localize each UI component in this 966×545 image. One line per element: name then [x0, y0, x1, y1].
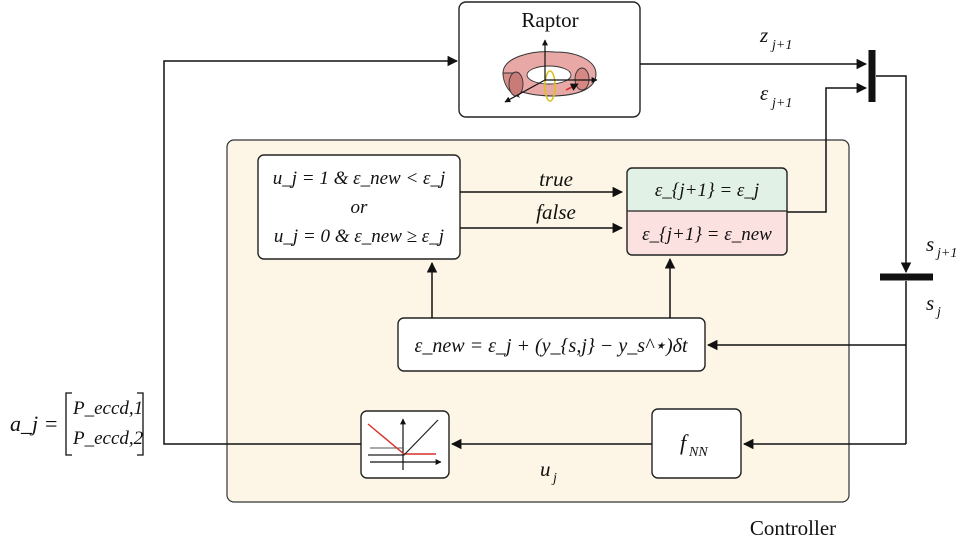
raptor-label: Raptor: [521, 8, 578, 32]
condition-block: u_j = 1 & ε_new < ε_j or u_j = 0 & ε_new…: [257, 154, 461, 260]
action-row-2: P_eccd,2: [72, 428, 144, 449]
tokamak-icon: [502, 39, 598, 103]
update-block: ε_{j+1} = ε_j ε_{j+1} = ε_new: [626, 167, 788, 256]
error-block: ε_new = ε_j + (y_{s,j} − y_s^⋆)δt: [397, 317, 706, 372]
svg-text:j: j: [551, 471, 557, 486]
update-bottom-cell: [627, 211, 787, 255]
svg-text:s: s: [926, 232, 934, 256]
saturation-block: [360, 410, 450, 479]
raptor-block: Raptor: [458, 1, 641, 118]
label-eps-next: ε j+1: [760, 81, 792, 111]
svg-text:j+1: j+1: [935, 246, 957, 261]
svg-text:j: j: [935, 305, 941, 320]
svg-text:f: f: [680, 430, 689, 455]
action-row-1: P_eccd,1: [72, 398, 143, 419]
svg-text:j+1: j+1: [770, 38, 792, 53]
label-z-next: z j+1: [759, 23, 792, 53]
update-top-text: ε_{j+1} = ε_j: [655, 180, 759, 201]
svg-text:u: u: [540, 457, 551, 481]
branch-true-label: true: [539, 167, 573, 191]
label-s-next: s j+1: [926, 232, 957, 261]
controller-label: Controller: [750, 516, 836, 540]
branch-false-label: false: [536, 200, 576, 224]
condition-line-1: u_j = 1 & ε_new < ε_j: [273, 168, 446, 189]
condition-line-2: or: [351, 197, 369, 218]
svg-text:s: s: [926, 291, 934, 315]
svg-text:z: z: [759, 23, 768, 47]
svg-text:NN: NN: [688, 445, 708, 460]
svg-text:ε: ε: [760, 81, 769, 105]
update-top-cell: [627, 168, 787, 211]
condition-line-3: u_j = 0 & ε_new ≥ ε_j: [274, 226, 444, 247]
saturation-icon: [367, 418, 442, 470]
svg-text:a_j =: a_j =: [10, 411, 58, 436]
nn-block: f NN: [651, 408, 742, 479]
svg-text:j+1: j+1: [770, 96, 792, 111]
action-vector: a_j = P_eccd,1 P_eccd,2: [10, 392, 144, 456]
error-equation: ε_new = ε_j + (y_{s,j} − y_s^⋆)δt: [414, 335, 687, 357]
label-s-cur: s j: [926, 291, 941, 320]
label-u-cur: u j: [540, 457, 557, 486]
update-bottom-text: ε_{j+1} = ε_new: [642, 224, 772, 245]
